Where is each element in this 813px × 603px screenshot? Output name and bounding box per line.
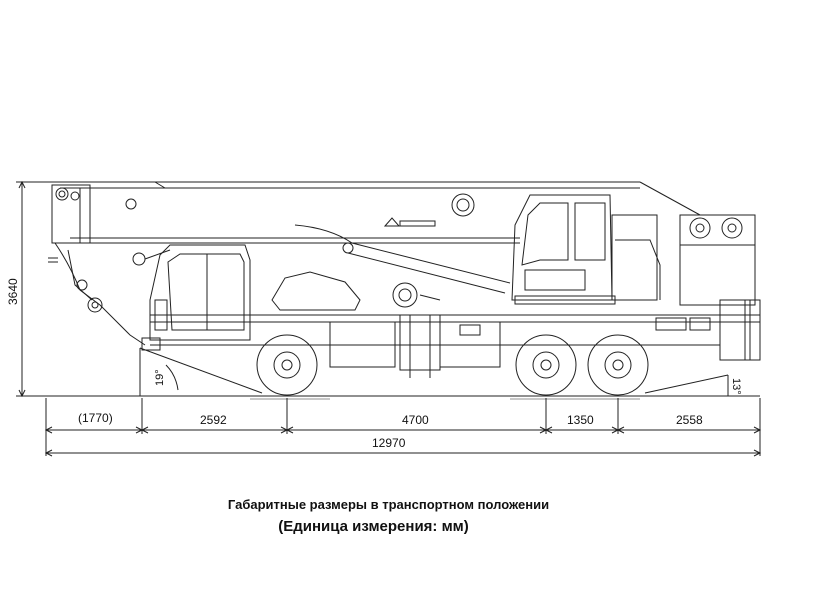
- wheel-2: [515, 334, 577, 396]
- overall-length: 12970: [372, 436, 406, 450]
- wheel-1: [256, 334, 318, 396]
- luffing-cylinder: [294, 224, 511, 308]
- dimension-3: 1350: [567, 413, 594, 427]
- dimension-1: 2592: [200, 413, 227, 427]
- dimension-front-overhang: (1770): [78, 411, 113, 425]
- height-dimension: [16, 180, 60, 398]
- caption-title: Габаритные размеры в транспортном положе…: [227, 497, 550, 512]
- caption-unit: (Единица измерения: мм): [278, 518, 469, 535]
- boom-head: [48, 184, 146, 346]
- boom: [55, 181, 701, 244]
- height-label: 3640: [6, 278, 20, 305]
- operator-cab: [511, 194, 616, 305]
- rear-angle-label: 13°: [730, 378, 742, 395]
- driver-cab: [132, 244, 251, 351]
- dimension-lines: [44, 398, 762, 457]
- counterweight: [611, 214, 761, 361]
- chassis: [150, 314, 760, 378]
- side-panel: [271, 271, 361, 311]
- dimension-2: 4700: [402, 413, 429, 427]
- front-angle-label: 19°: [154, 369, 166, 386]
- rear-angle-marker: [644, 374, 729, 396]
- front-angle-marker: [139, 347, 263, 396]
- wheel-3: [587, 334, 649, 396]
- dimension-4: 2558: [676, 413, 703, 427]
